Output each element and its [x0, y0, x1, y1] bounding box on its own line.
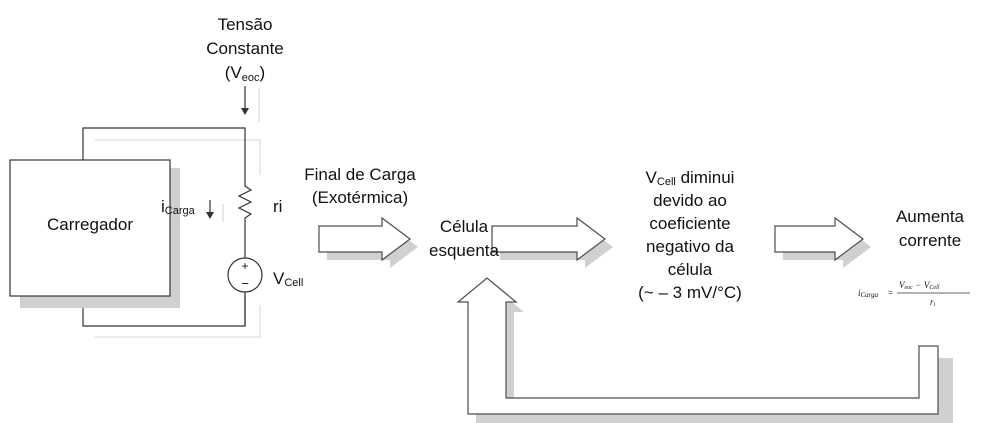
current-down-arrow [206, 200, 224, 222]
current-rises-line1: Aumenta [896, 207, 965, 226]
cell-symbol: + − [227, 257, 263, 293]
formula-numerator: Veoc−VCell [899, 280, 940, 291]
voltage-down-arrow [241, 86, 260, 122]
resistor-label: ri [273, 197, 282, 216]
current-rises-line2: corrente [899, 231, 961, 250]
voltage-source-label: Tensão Constante (Veoc) [206, 15, 284, 84]
formula-denominator: ri [930, 297, 936, 308]
resistor-symbol [237, 180, 253, 222]
step-current-rises: Aumenta corrente [896, 207, 965, 250]
cell-minus: − [241, 276, 249, 291]
charger-box: Carregador [9, 159, 180, 308]
cell-heats-line2: esquenta [429, 241, 499, 260]
flow-arrow-3 [774, 216, 871, 268]
charger-label: Carregador [47, 215, 133, 234]
cell-label: VCell [273, 269, 303, 289]
step-end-of-charge: Final de Carga (Exotérmica) [304, 165, 416, 207]
vcell-drops-line3: coeficiente [649, 214, 730, 233]
end-of-charge-line2: (Exotérmica) [312, 188, 408, 207]
step-cell-heats: Célula esquenta [429, 217, 499, 260]
step-vcell-drops: VCell diminui devido ao coeficiente nega… [638, 168, 742, 302]
circuit-shadow [95, 139, 261, 338]
cell-plus: + [241, 259, 248, 273]
voltage-label-line2: Constante [206, 39, 284, 58]
vcell-drops-line6: (~ – 3 mV/°C) [638, 283, 742, 302]
current-label: iCarga [161, 197, 196, 217]
vcell-drops-line4: negativo da [646, 237, 734, 256]
formula-lhs: iCarga [858, 288, 879, 299]
charge-current-formula: iCarga = Veoc−VCell ri [858, 280, 970, 308]
flow-arrow-2 [491, 216, 613, 268]
vcell-drops-line2: devido ao [653, 191, 727, 210]
end-of-charge-line1: Final de Carga [304, 165, 416, 184]
feedback-arrow [456, 277, 953, 423]
voltage-label-line1: Tensão [218, 15, 273, 34]
vcell-drops-line5: célula [668, 260, 713, 279]
flow-arrow-1 [318, 216, 418, 268]
vcell-drops-line1: VCell diminui [646, 168, 735, 188]
formula-equals: = [888, 288, 893, 298]
cell-heats-line1: Célula [440, 217, 489, 236]
voltage-label-line3: (Veoc) [225, 63, 265, 84]
